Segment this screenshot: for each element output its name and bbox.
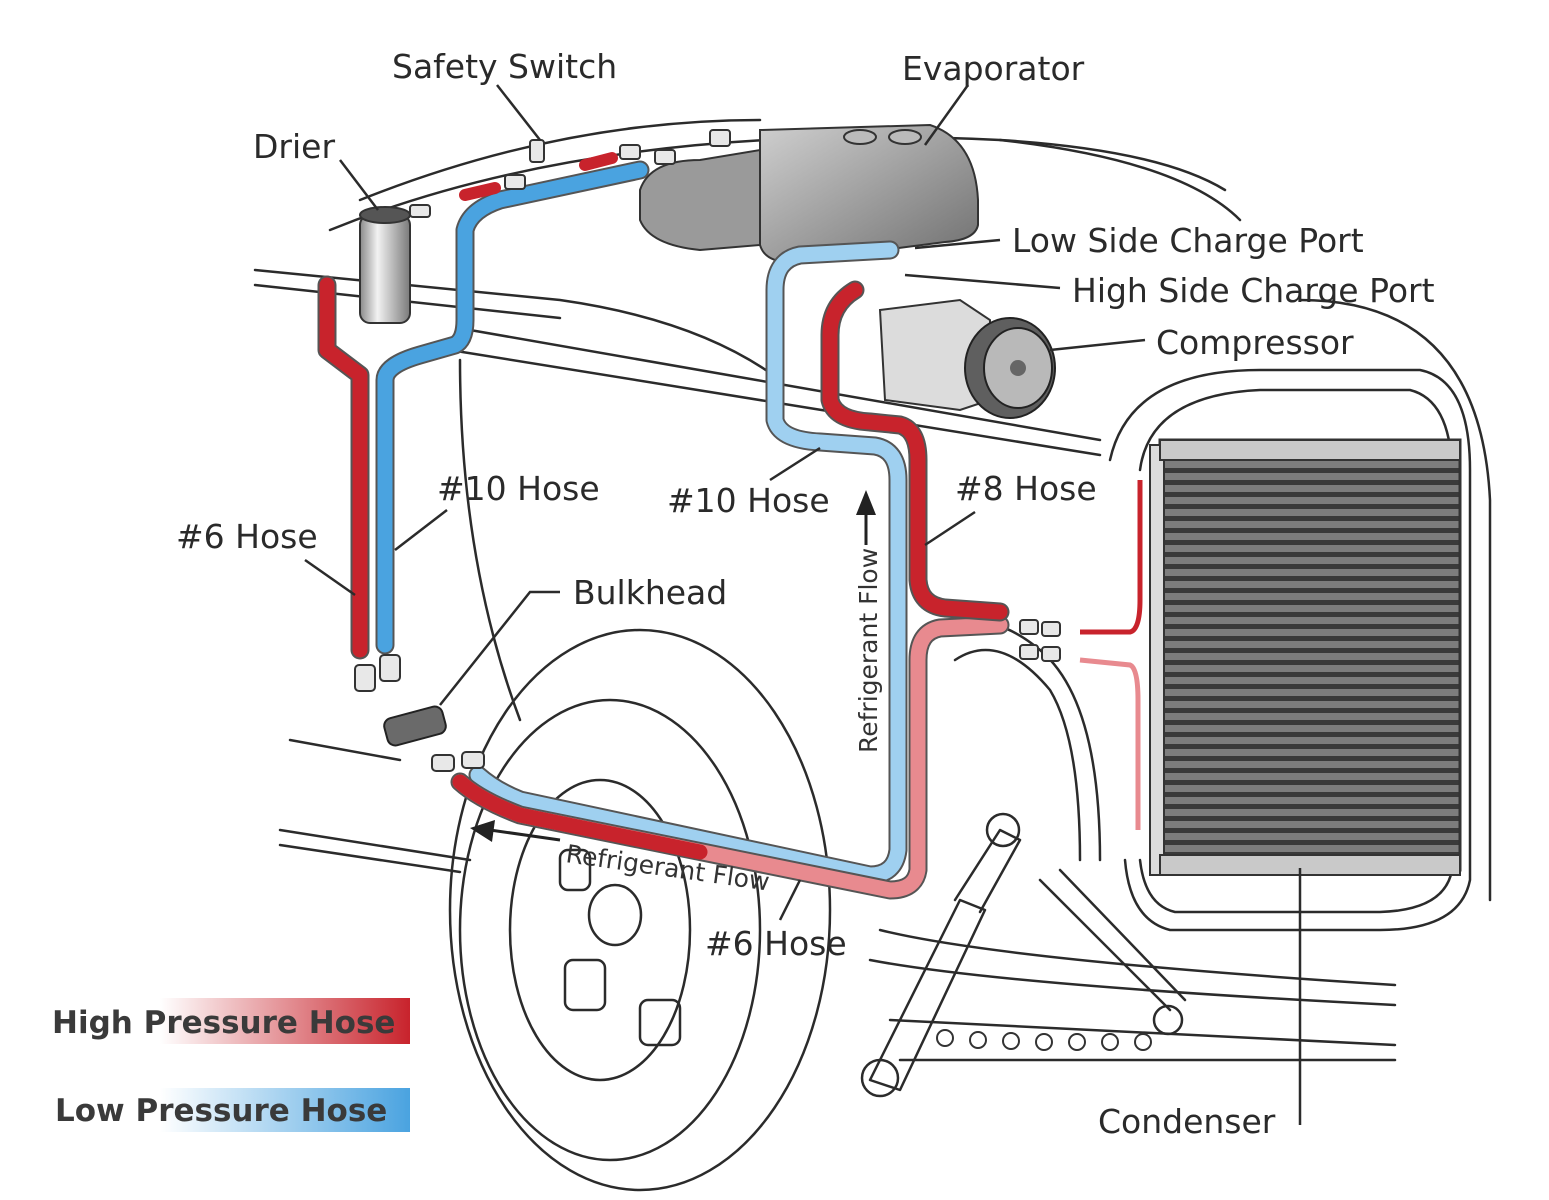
label-hose-10-left: #10 Hose xyxy=(437,469,600,508)
hose-10-right xyxy=(468,240,908,885)
hose-6-bottom xyxy=(450,615,1010,900)
label-compressor: Compressor xyxy=(1156,323,1354,362)
legend: High Pressure Hose Low Pressure Hose xyxy=(52,998,410,1132)
label-hose-10-right: #10 Hose xyxy=(667,481,830,520)
condenser-lines xyxy=(1019,480,1143,830)
label-evaporator: Evaporator xyxy=(902,49,1085,88)
drier xyxy=(359,206,411,324)
flow-arrow-vertical xyxy=(856,490,876,545)
top-hose-sections xyxy=(409,129,731,218)
condenser xyxy=(1149,438,1462,876)
legend-low-pressure-label: Low Pressure Hose xyxy=(55,1093,387,1129)
hose-10-left xyxy=(375,160,650,655)
legend-high-pressure-swatch xyxy=(160,998,410,1044)
legend-high-pressure-label: High Pressure Hose xyxy=(52,1005,395,1041)
label-high-side-charge-port: High Side Charge Port xyxy=(1072,271,1435,310)
bulkhead-fitting xyxy=(354,654,485,772)
evaporator xyxy=(639,123,979,264)
label-condenser: Condenser xyxy=(1098,1102,1276,1141)
label-low-side-charge-port: Low Side Charge Port xyxy=(1012,221,1364,260)
compressor xyxy=(878,298,1056,419)
legend-low-pressure-swatch xyxy=(160,1088,410,1132)
leader-lines xyxy=(304,84,1302,1125)
label-bulkhead: Bulkhead xyxy=(573,573,727,612)
label-hose-6-bottom: #6 Hose xyxy=(705,924,847,963)
label-hose-6-left: #6 Hose xyxy=(176,517,318,556)
label-safety-switch: Safety Switch xyxy=(392,47,617,86)
hose-8 xyxy=(820,280,1010,622)
label-hose-8: #8 Hose xyxy=(955,469,1097,508)
label-drier: Drier xyxy=(253,127,335,166)
suspension xyxy=(860,812,1187,1098)
label-refrigerant-flow-vertical: Refrigerant Flow xyxy=(854,548,883,753)
front-wheel xyxy=(448,628,832,1192)
frame-holes xyxy=(936,1029,1152,1051)
flow-arrow-bottom xyxy=(470,820,561,842)
hose-6-left xyxy=(317,275,370,660)
